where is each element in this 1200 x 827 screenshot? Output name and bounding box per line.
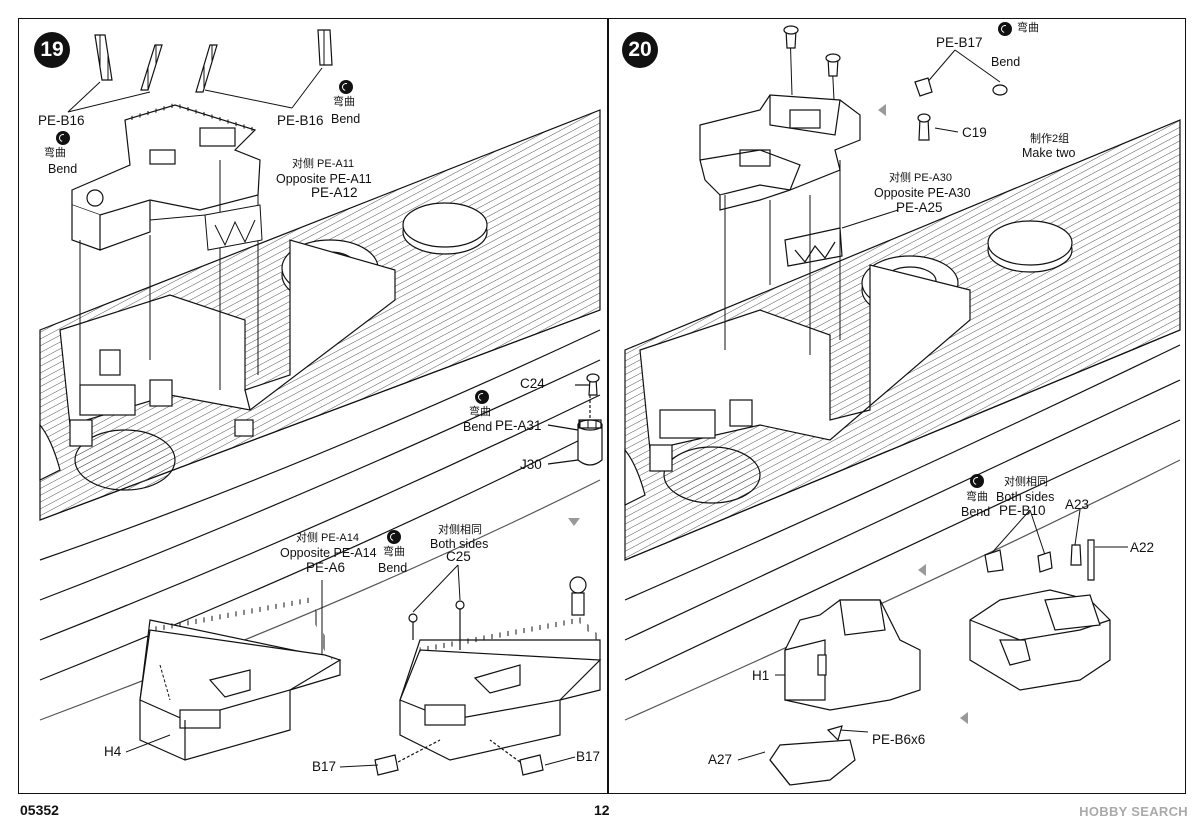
step19-bridge-part — [71, 102, 261, 251]
pe-b10-label: PE-B10 — [999, 503, 1046, 518]
h4-label: H4 — [104, 744, 122, 759]
pe-a6-label: PE-A6 — [306, 560, 346, 575]
step-19-number: 19 — [34, 32, 70, 68]
step19-lower-platforms — [139, 576, 602, 776]
bend-en-label: Bend — [991, 55, 1021, 69]
c24-label: C24 — [520, 376, 545, 391]
step19-small-parts — [547, 373, 603, 466]
bend-cn-label: 弯曲 — [44, 147, 66, 159]
bend-cn-label: 弯曲 — [383, 546, 405, 558]
step20-small-parts — [568, 25, 1008, 724]
step20-hull — [624, 119, 1181, 721]
bend-icon — [56, 131, 70, 145]
bend-icon — [387, 530, 401, 544]
opposite-pe-a30-en-label: Opposite PE-A30 — [874, 186, 971, 200]
make-two-en-label: Make two — [1022, 146, 1076, 160]
pe-b16-left-label: PE-B16 — [38, 113, 85, 128]
pe-b17-label: PE-B17 — [936, 35, 983, 50]
watermark-text: HOBBY SEARCH — [1079, 804, 1188, 819]
watermark: HOBBY SEARCH — [1079, 804, 1188, 819]
bend-icon — [998, 22, 1012, 36]
step19-hull — [39, 109, 601, 721]
both-sides-cn-label: 对侧相同 — [1004, 476, 1048, 488]
step19-lower-callouts — [125, 564, 576, 768]
both-sides-en-label: Both sides — [430, 537, 489, 551]
bend-cn-label: 弯曲 — [469, 406, 491, 418]
b17-right-label: B17 — [576, 749, 601, 764]
bend-en-label: Bend — [463, 420, 493, 434]
bend-cn-label: 弯曲 — [1017, 22, 1039, 34]
step19-callout-lines — [67, 67, 323, 410]
make-two-cn-label: 制作2组 — [1030, 133, 1070, 145]
bend-cn-label: 弯曲 — [966, 491, 988, 503]
both-sides-en-label: Both sides — [996, 490, 1055, 504]
pe-a12-label: PE-A12 — [311, 185, 358, 200]
pe-a31-label: PE-A31 — [495, 418, 542, 433]
bend-en-label: Bend — [961, 505, 991, 519]
bend-en-label: Bend — [378, 561, 408, 575]
bend-en-label: Bend — [48, 162, 78, 176]
bend-icon — [339, 80, 353, 94]
pe-b16-right-label: PE-B16 — [277, 113, 324, 128]
bend-cn-label: 弯曲 — [333, 96, 355, 108]
step-20-panel — [608, 18, 1186, 794]
j30-label: J30 — [520, 457, 542, 472]
a27-label: A27 — [708, 752, 733, 767]
step20-bridge-part — [699, 94, 861, 267]
b17-left-label: B17 — [312, 759, 337, 774]
c19-label: C19 — [962, 125, 987, 140]
opposite-pe-a11-en-label: Opposite PE-A11 — [276, 172, 372, 186]
step-19-panel — [18, 18, 608, 794]
opposite-pe-a11-cn-label: 对侧 PE-A11 — [292, 158, 355, 170]
both-sides-cn-label: 对侧相同 — [438, 524, 482, 536]
page-code: 05352 — [20, 802, 59, 818]
h1-label: H1 — [752, 668, 770, 683]
a23-label: A23 — [1065, 497, 1090, 512]
a22-label: A22 — [1130, 540, 1155, 555]
step19-ladders — [94, 29, 333, 93]
page-number: 12 — [594, 802, 610, 818]
step-20-number: 20 — [622, 32, 658, 68]
opposite-pe-a30-cn-label: 对侧 PE-A30 — [889, 172, 952, 184]
pe-a25-label: PE-A25 — [896, 200, 943, 215]
bend-icon — [970, 474, 984, 488]
step20-lower-assemblies — [769, 539, 1111, 786]
pe-b6x6-label: PE-B6x6 — [872, 732, 926, 747]
opposite-pe-a14-cn-label: 对侧 PE-A14 — [296, 532, 359, 544]
c25-label: C25 — [446, 549, 471, 564]
bend-icon — [475, 390, 489, 404]
opposite-pe-a14-en-label: Opposite PE-A14 — [280, 546, 377, 560]
step20-callout-lines — [724, 29, 1128, 761]
bend-en-label: Bend — [331, 112, 361, 126]
